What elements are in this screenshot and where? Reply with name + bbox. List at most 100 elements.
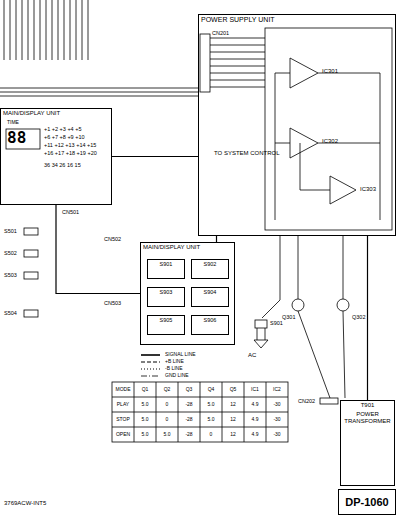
wire-bundle [4,0,88,60]
unit-name: S902 [192,260,228,268]
legend-row: -B LINE [140,365,196,372]
table-cell: 4.9 [244,427,266,442]
wire [64,0,65,60]
unit-name: POWER SUPPLY UNIT [199,15,395,25]
unit-box: MAIN/DISPLAY UNITS901S902S903S904S905S90… [140,242,235,345]
wire [16,0,17,60]
part-label: CN503 [104,300,121,306]
unit-name: S905 [148,316,184,324]
part-label: 36 34 26 16 15 [44,162,81,168]
part-label: AC [248,352,256,359]
unit-name: MAIN/DISPLAY UNIT [1,109,111,118]
regulator-block [265,28,392,230]
unit-note: POWER TRANSFORMER [341,410,394,426]
part-label: Q301 [282,314,295,320]
table-cell: 5.0 [134,397,156,412]
part-label: S504 [4,310,17,316]
connector-body [320,398,338,404]
unit-name: S906 [192,316,228,324]
pin-wire [210,66,265,67]
pin-wire [210,73,265,74]
table-cell: -28 [178,397,200,412]
legend-line-sample [140,359,162,365]
switch-box: S902 [191,259,229,279]
bus-wire [0,96,198,97]
wire [4,0,5,60]
part-label: S501 [4,228,17,234]
regulator-symbol [290,128,318,158]
table-cell: 5.0 [134,427,156,442]
part-label: 88 [7,129,26,147]
wire [34,0,35,60]
unit-name: MAIN/DISPLAY UNIT [141,243,234,252]
wire [22,0,23,60]
legend-line-sample [140,373,162,379]
wire [40,0,41,60]
table-cell: 0 [156,397,178,412]
table-cell: 0 [156,412,178,427]
table-cell: 0 [200,427,222,442]
table-cell: 12 [222,412,244,427]
unit-box: T901POWER TRANSFORMER [340,400,395,486]
part-label: IC303 [360,186,376,193]
legend-row: +B LINE [140,358,196,365]
part-label: S503 [4,272,17,278]
regulator-symbol [290,58,318,88]
table-cell: 12 [222,427,244,442]
switch-box: S903 [147,287,185,307]
wire [46,0,47,60]
pin-wire [210,59,265,60]
part-label: CN501 [62,209,79,215]
part-label: IC302 [322,138,338,145]
legend-text: +B LINE [165,358,184,365]
switch-symbol [24,272,38,279]
part-label: S901 [270,320,283,326]
voltage-table-grid [112,382,288,442]
table-cell: 5.0 [134,412,156,427]
part-label: IC301 [322,68,338,75]
legend-row: SIGNAL LINE [140,351,196,358]
wire [10,0,11,60]
table-cell: -30 [266,412,288,427]
table-cell: IC1 [244,382,266,397]
harness-wire [56,205,140,294]
table-cell: STOP [112,412,134,427]
part-label: +11 +12 +13 +14 +15 [44,142,96,148]
unit-box: POWER SUPPLY UNIT [198,14,396,236]
switch-symbol [24,228,38,235]
legend: SIGNAL LINE+B LINE-B LINEGND LINE [140,351,196,379]
part-label: TIME [7,120,19,126]
part-label: +16 +17 +18 +19 +20 [44,150,97,156]
table-cell: IC2 [266,382,288,397]
pin-wire [210,80,265,81]
part-label: +6 +7 +8 +9 +10 [44,134,85,140]
table-cell: 12 [222,397,244,412]
part-label: CN502 [104,236,121,242]
harness-wire [367,236,368,400]
wire [82,0,83,60]
part-label: S502 [4,250,17,256]
switch-box: S904 [191,287,229,307]
table-cell: PLAY [112,397,134,412]
unit-name: S903 [148,288,184,296]
table-cell: -28 [178,412,200,427]
switch-box: S905 [147,315,185,335]
switch-symbol [24,250,38,257]
legend-row: GND LINE [140,372,196,379]
bus-wire [0,88,198,89]
table-cell: -28 [178,427,200,442]
table-cell: 5.0 [156,427,178,442]
part-label: +1 +2 +3 +4 +5 [44,126,81,132]
switch-symbol [24,310,38,317]
connector-body [200,34,210,92]
harness-wire [112,156,198,157]
table-cell: 5.0 [200,397,222,412]
table-cell: Q3 [178,382,200,397]
unit-name: DP-1060 [339,490,395,514]
legend-text: GND LINE [165,372,189,379]
legend-text: -B LINE [165,365,183,372]
table-cell: MODE [112,382,134,397]
pin-wire [210,45,265,46]
regulator-symbol [330,176,356,204]
wire [28,0,29,60]
